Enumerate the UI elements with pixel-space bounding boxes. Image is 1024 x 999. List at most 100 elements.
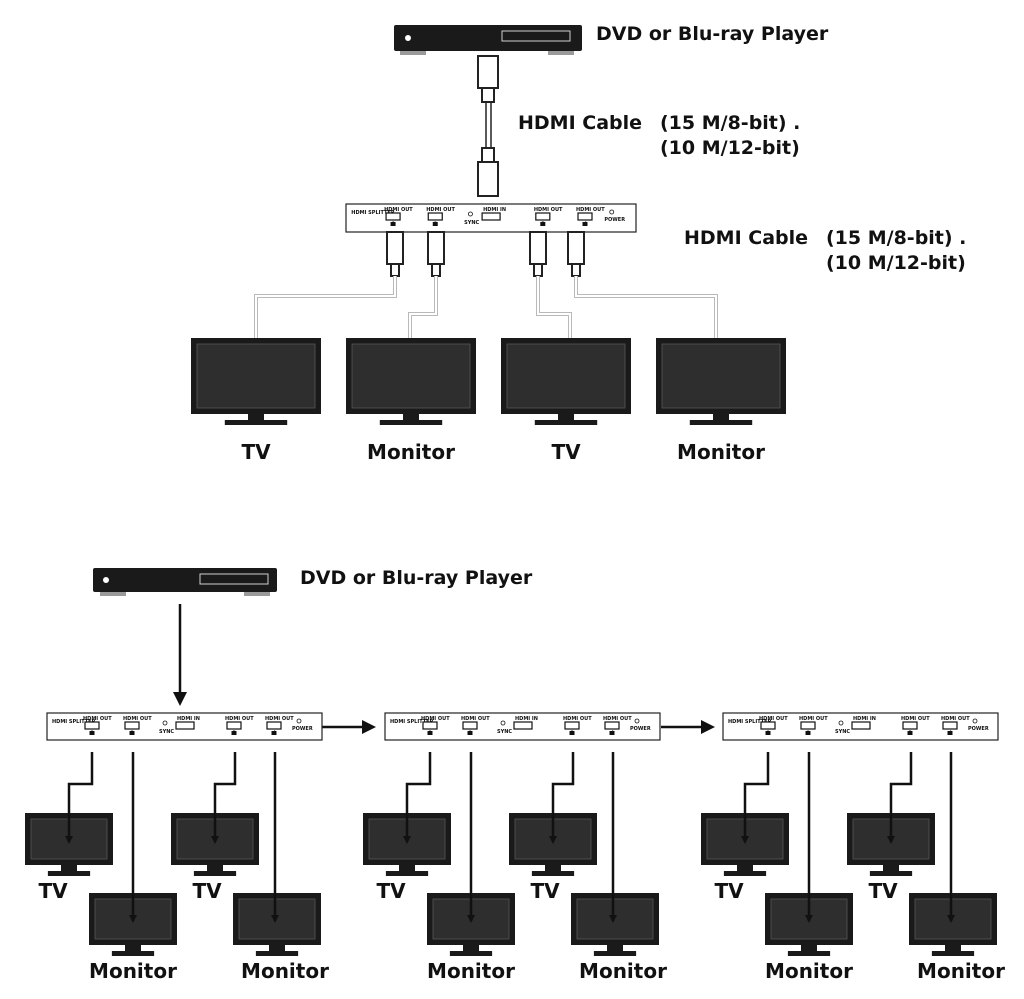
chain-splitter-2-out-label-1: HDMI OUT [421,716,450,722]
chain-splitter-1-hdmi-out-port-3 [226,721,242,730]
top-splitter-box-port-number-text-4: 4 [584,222,588,228]
chain-splitter-1-port-number-2 [129,731,135,735]
chain-splitter-3-port-number-text-1: 1 [767,731,771,737]
chain-2-arrow-tv-1 [403,752,432,844]
top-splitter-box-port-number-4 [582,222,588,226]
top-display-label-1: TV [241,440,271,464]
chain-splitter-2-brand: HDMI SPLITTER [390,719,434,725]
top-display-1 [191,338,321,425]
chain-splitter-1-port-number-text-2: 2 [131,731,135,737]
top-splitter-box-in-label: HDMI IN [483,207,506,213]
chain-splitter-2-hdmi-out-port-1 [422,721,438,730]
top-cable1-spec1: (15 M/8-bit) . [660,112,800,134]
chain-splitter-3-hdmi-out-port-3 [902,721,918,730]
chain-splitter-3-out-label-1: HDMI OUT [759,716,788,722]
chain-3-tv-label-2: TV [868,879,898,903]
chain-splitter-3-hdmi-out-port-4 [942,721,958,730]
top-cable-wires-core [255,276,717,338]
top-splitter-box-out-label-3: HDMI OUT [534,207,563,213]
chain-3-tv-1 [701,813,789,876]
chain-splitter-1-hdmi-out-port-2 [124,721,140,730]
top-cable2-spec1: (15 M/8-bit) . [826,227,966,249]
chain-splitter-2-power-led [634,718,640,724]
chain-splitter-2-hdmi-out-port-4 [604,721,620,730]
chain-splitter-3-power-led [972,718,978,724]
chain-3-arrow-tv-1 [741,752,770,844]
chain-splitter-2-port-number-text-4: 4 [611,731,615,737]
top-splitter-box-port-number-text-1: 1 [392,222,396,228]
chain-splitter-3-port-number-3 [907,731,913,735]
chain-3-arrow-tv-2 [887,752,913,844]
chain-splitter-1-power-label: POWER [292,726,313,732]
chain-1-arrow-tv-2 [211,752,237,844]
top-splitter-box-sync-led [468,211,473,217]
chain-2-tv-label-2: TV [530,879,560,903]
top-splitter-box-port-number-3 [540,222,546,226]
chain-splitter-1-port-number-text-3: 3 [233,731,237,737]
chain-splitter-3-out-label-2: HDMI OUT [799,716,828,722]
chain-splitter-1-sync-led [162,720,168,726]
chain-splitter-3-port-number-1 [765,731,771,735]
top-splitter-box-hdmi-out-port-4 [577,212,593,221]
chain-splitter-3-port-number-4 [947,731,953,735]
chain-splitter-1-sync-label: SYNC [159,729,174,735]
bottom-source-label: DVD or Blu-ray Player [300,567,533,589]
chain-splitter-2-out-label-2: HDMI OUT [461,716,490,722]
chain-splitter-2-port-number-text-1: 1 [429,731,433,737]
chain-splitter-2-sync-led [500,720,506,726]
chain-splitter-1-power-led [296,718,302,724]
top-display-label-2: Monitor [367,440,455,464]
chain-1-monitor-label-1: Monitor [89,959,177,983]
chain-1-tv-label-2: TV [192,879,222,903]
top-display-2 [346,338,476,425]
bottom-dvd-player [93,568,277,596]
top-cable1-spec2: (10 M/12-bit) [660,137,800,159]
chain-splitter-2-port-number-2 [467,731,473,735]
chain-splitter-1-out-label-1: HDMI OUT [83,716,112,722]
chain-splitter-2-port-number-1 [427,731,433,735]
chain-splitter-1-port-number-4 [271,731,277,735]
chain-splitter-3-port-number-text-3: 3 [909,731,913,737]
chain-splitter-2-in-label: HDMI IN [515,716,538,722]
chain-splitter-1-port-number-1 [89,731,95,735]
top-cable1-label: HDMI Cable [518,112,642,134]
top-splitter-box-hdmi-in-port [481,212,501,221]
chain-splitter-2-port-number-4 [609,731,615,735]
top-cable2-spec2: (10 M/12-bit) [826,252,966,274]
top-splitter-box-sync-label: SYNC [464,220,479,226]
chain-splitter-3-out-label-4: HDMI OUT [941,716,970,722]
top-splitter-box-hdmi-out-port-1 [385,212,401,221]
chain-splitter-3-power-label: POWER [968,726,989,732]
top-splitter-box-port-number-text-3: 3 [541,222,545,228]
chain-splitter-1-port-number-text-4: 4 [273,731,277,737]
chain-splitter-1-port-number-text-1: 1 [91,731,95,737]
chain-splitter-1-port-number-3 [231,731,237,735]
top-splitter-box-power-led [609,209,615,215]
chain-splitter-3-brand: HDMI SPLITTER [728,719,772,725]
chain-splitter-3-port-number-text-4: 4 [949,731,953,737]
chain-2-tv-label-1: TV [376,879,406,903]
chain-splitter-1-hdmi-in-port [175,721,195,730]
chain-splitter-3-out-label-3: HDMI OUT [901,716,930,722]
top-cable-wires [254,276,718,338]
top-input-cable [477,55,499,197]
chain-splitter-1-brand: HDMI SPLITTER [52,719,96,725]
top-splitter-box-out-label-2: HDMI OUT [426,207,455,213]
top-splitter-box-port-number-1 [390,222,396,226]
chain-1-arrow-tv-1 [65,752,94,844]
top-splitter-box-power-label: POWER [604,217,625,223]
top-display-label-4: Monitor [677,440,765,464]
top-splitter-box-hdmi-out-port-2 [427,212,443,221]
top-splitter-box-port-number-text-2: 2 [434,222,438,228]
